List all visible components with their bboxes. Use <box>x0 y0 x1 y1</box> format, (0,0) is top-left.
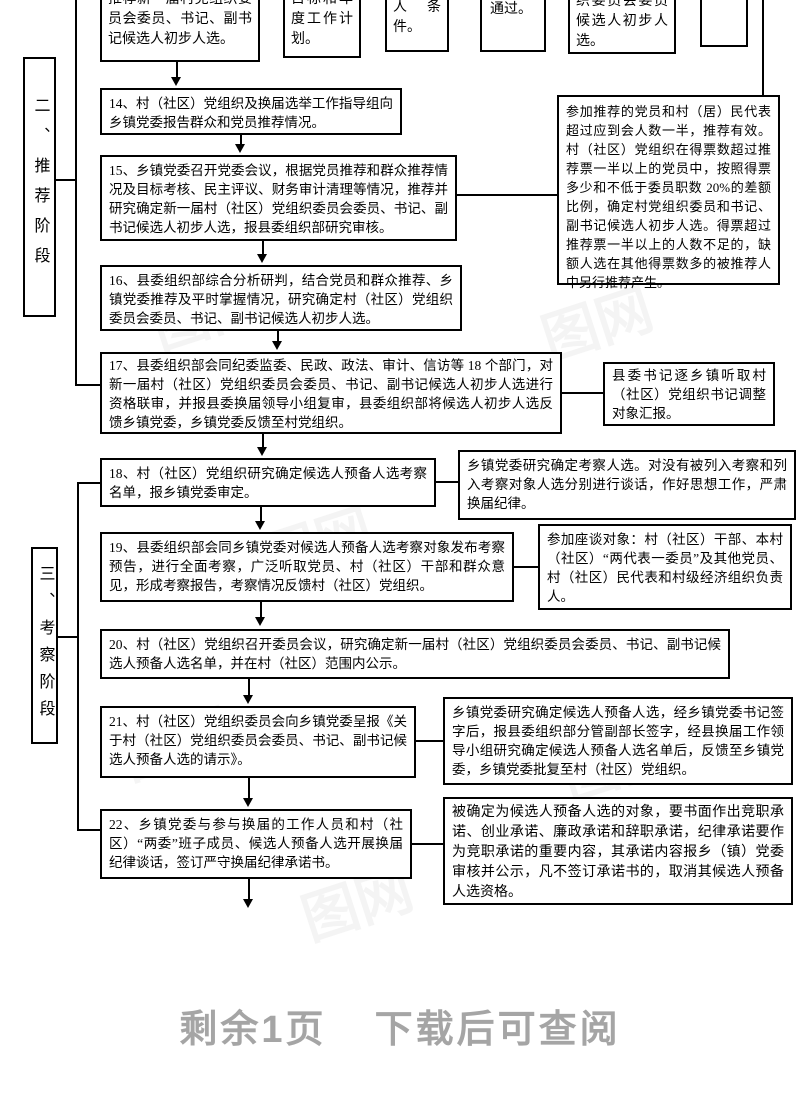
arrow-step17-18-head-icon <box>257 447 267 456</box>
phase3-spine-line <box>77 482 79 831</box>
arrow-step18-19-head-icon <box>255 521 265 530</box>
step-18-box: 18、村（社区）党组织研究确定候选人预备人选考察名单，报乡镇党委审定。 <box>100 458 436 507</box>
step-14-text: 14、村（社区）党组织及换届选举工作指导组向乡镇党委报告群众和党员推荐情况。 <box>109 96 393 130</box>
top-box-recommend-candidates-text: 推荐新一届村党组织委员会委员、书记、副书记候选人初步人选。 <box>108 0 252 47</box>
step-22-text: 22、乡镇党委与参与换届的工作人员和村（社区）“两委”班子成员、候选人预备人选开… <box>109 817 403 870</box>
step-14-box: 14、村（社区）党组织及换届选举工作指导组向乡镇党委报告群众和党员推荐情况。 <box>100 88 402 135</box>
step-18-text: 18、村（社区）党组织研究确定候选人预备人选考察名单，报乡镇党委审定。 <box>109 466 427 500</box>
top-box-conditions: 人 条件。 <box>385 0 449 52</box>
note-township-approval: 乡镇党委研究确定候选人预备人选，经乡镇党委书记签字后，报县委组织部分管副部长签字… <box>443 697 793 785</box>
step-19-text: 19、县委组织部会同乡镇党委对候选人预备人选考察对象发布考察预告，进行全面考察，… <box>109 540 505 593</box>
arrow-step22-next-head-icon <box>243 899 253 908</box>
phase-label-inspection-text: 三、考察阶段 <box>36 564 54 727</box>
connector-step21-note5 <box>416 740 443 742</box>
arrow-step17-18-line <box>262 434 264 448</box>
note-commitment-letters: 被确定为候选人预备人选的对象，要书面作出竞职承诺、创业承诺、廉政承诺和辞职承诺，… <box>443 797 793 905</box>
arrow-step15-16-line <box>262 241 264 255</box>
connector-step15-note1 <box>457 194 557 196</box>
arrow-step20-21-line <box>248 679 250 696</box>
step-19-box: 19、县委组织部会同乡镇党委对候选人预备人选考察对象发布考察预告，进行全面考察，… <box>100 532 514 602</box>
step-20-text: 20、村（社区）党组织召开委员会议，研究确定新一届村（社区）党组织委员会委员、书… <box>109 637 721 671</box>
arrow-step21-22-line <box>248 778 250 799</box>
top-box-committee-candidates-text: 织委员会委员候选人初步人选。 <box>576 0 668 49</box>
arrow-step14-15-head-icon <box>235 144 245 153</box>
top-box-approved: 通过。 <box>480 0 546 52</box>
connector-step19-note4 <box>514 566 538 568</box>
step-16-text: 16、县委组织部综合分析研判，结合党员和群众推荐、乡镇党委推荐及平时掌握情况，研… <box>109 273 453 326</box>
top-box-work-plan-text: 目标和年度工作计划。 <box>291 0 353 47</box>
topright-drop-line <box>762 0 764 95</box>
top-box-committee-candidates: 织委员会委员候选人初步人选。 <box>568 0 676 54</box>
step-21-box: 21、村（社区）党组织委员会向乡镇党委呈报《关于村（社区）党组织委员会委员、书记… <box>100 706 416 778</box>
arrow-step22-next-line <box>248 879 250 900</box>
phase3-label-connector <box>58 636 77 638</box>
note-county-secretary-report-text: 县委书记逐乡镇听取村（社区）党组织书记调整对象汇报。 <box>612 368 766 421</box>
arrow-step16-17-head-icon <box>272 341 282 350</box>
phase-label-recommendation: 二、推荐阶段 <box>23 57 56 317</box>
arrow-step20-21-head-icon <box>243 695 253 704</box>
arrow-step14-15-line <box>240 135 242 145</box>
footer-download-hint: 下载后可查阅 <box>374 1009 621 1051</box>
note-inspection-candidates-text: 乡镇党委研究确定考察人选。对没有被列入考察和列入考察对象人选分别进行谈话，作好思… <box>467 458 787 511</box>
phase2-label-connector <box>56 179 75 181</box>
note-recommendation-validity-text: 参加推荐的党员和村（居）民代表超过应到会人数一半，推荐有效。村（社区）党组织在得… <box>566 104 771 290</box>
connector-step18-note3 <box>436 481 458 483</box>
step-15-text: 15、乡镇党委召开党委会议，根据党员推荐和群众推荐情况及目标考核、民主评议、财务… <box>109 163 448 235</box>
note-county-secretary-report: 县委书记逐乡镇听取村（社区）党组织书记调整对象汇报。 <box>603 362 775 426</box>
arrow-top-to-step14-head-icon <box>171 77 181 86</box>
arrow-step19-20-head-icon <box>255 617 265 626</box>
top-box-approved-text: 通过。 <box>490 2 532 17</box>
arrow-top-to-step14-line <box>176 62 178 78</box>
step-21-text: 21、村（社区）党组织委员会向乡镇党委呈报《关于村（社区）党组织委员会委员、书记… <box>109 714 407 767</box>
note-commitment-letters-text: 被确定为候选人预备人选的对象，要书面作出竞职承诺、创业承诺、廉政承诺和辞职承诺，… <box>452 805 784 900</box>
top-box-conditions-text: 人 条件。 <box>393 0 441 35</box>
arrow-step15-16-head-icon <box>257 254 267 263</box>
note-recommendation-validity: 参加推荐的党员和村（居）民代表超过应到会人数一半，推荐有效。村（社区）党组织在得… <box>557 95 780 290</box>
step-20-box: 20、村（社区）党组织召开委员会议，研究确定新一届村（社区）党组织委员会委员、书… <box>100 629 730 679</box>
note-inspection-candidates: 乡镇党委研究确定考察人选。对没有被列入考察和列入考察对象人选分别进行谈话，作好思… <box>458 450 796 520</box>
arrow-step18-19-line <box>260 507 262 522</box>
connector-step22-note6 <box>412 843 443 845</box>
connector-step17-note2 <box>562 392 603 394</box>
note-discussion-participants-text: 参加座谈对象：村（社区）干部、本村（社区）“两代表一委员”及其他党员、村（社区）… <box>547 532 783 604</box>
phase2-spine-line <box>75 0 77 386</box>
arrow-step19-20-line <box>260 602 262 618</box>
note-township-approval-text: 乡镇党委研究确定候选人预备人选，经乡镇党委书记签字后，报县委组织部分管副部长签字… <box>452 705 784 777</box>
top-box-empty <box>700 0 748 47</box>
phase3-spine-bottom-bend <box>77 829 102 831</box>
top-box-work-plan: 目标和年度工作计划。 <box>283 0 361 58</box>
arrow-step16-17-line <box>277 331 279 342</box>
step-16-box: 16、县委组织部综合分析研判，结合党员和群众推荐、乡镇党委推荐及平时掌握情况，研… <box>100 265 462 331</box>
footer-notice: 剩余1页 下载后可查阅 <box>0 998 800 1053</box>
arrow-step21-22-head-icon <box>243 798 253 807</box>
phase-label-recommendation-text: 二、推荐阶段 <box>31 97 49 277</box>
step-15-box: 15、乡镇党委召开党委会议，根据党员推荐和群众推荐情况及目标考核、民主评议、财务… <box>100 155 457 241</box>
step-22-box: 22、乡镇党委与参与换届的工作人员和村（社区）“两委”班子成员、候选人预备人选开… <box>100 809 412 879</box>
top-box-recommend-candidates: 推荐新一届村党组织委员会委员、书记、副书记候选人初步人选。 <box>100 0 260 62</box>
step-17-box: 17、县委组织部会同纪委监委、民政、政法、审计、信访等 18 个部门，对新一届村… <box>100 352 562 434</box>
phase-label-inspection: 三、考察阶段 <box>31 547 58 744</box>
note-discussion-participants: 参加座谈对象：村（社区）干部、本村（社区）“两代表一委员”及其他党员、村（社区）… <box>538 524 792 610</box>
phase2-spine-bend <box>75 384 102 386</box>
footer-remaining-pages: 剩余1页 <box>179 1009 327 1051</box>
step-17-text: 17、县委组织部会同纪委监委、民政、政法、审计、信访等 18 个部门，对新一届村… <box>109 358 553 430</box>
phase3-spine-top-bend <box>77 482 102 484</box>
